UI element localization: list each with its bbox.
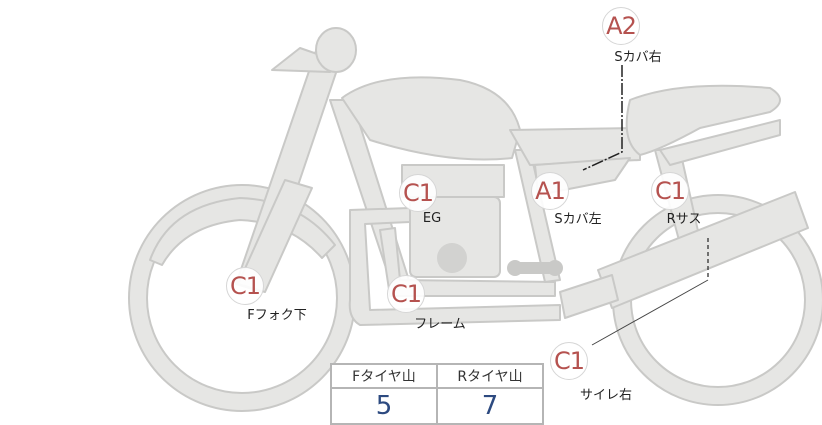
seat: [625, 84, 781, 156]
tire-tread-table: Fタイヤ山 Rタイヤ山 5 7: [330, 363, 544, 425]
part-label: EG: [422, 211, 442, 226]
part-label: Rサス: [666, 212, 702, 227]
rear-tread-header: Rタイヤ山: [436, 363, 544, 389]
damage-grade-marker[interactable]: C1: [387, 275, 425, 313]
leader-line-a2: [582, 65, 623, 171]
part-label: Sカバ左: [554, 212, 602, 227]
leader-line-silencer: [591, 279, 709, 346]
damage-grade-marker[interactable]: C1: [550, 342, 588, 380]
frame: [348, 207, 561, 326]
damage-grade-marker[interactable]: C1: [226, 267, 264, 305]
front-tread-header: Fタイヤ山: [330, 363, 438, 389]
engine: [409, 196, 501, 278]
part-label: Sカバ右: [614, 50, 662, 65]
damage-grade-marker[interactable]: C1: [399, 174, 437, 212]
fuel-tank: [341, 76, 521, 161]
front-tread-value: 5: [330, 387, 438, 425]
damage-grade-marker[interactable]: A2: [602, 7, 640, 45]
part-label: Fフォク下: [247, 308, 307, 323]
rear-tread-value: 7: [436, 387, 544, 425]
part-label: フレーム: [414, 317, 466, 332]
damage-grade-marker[interactable]: C1: [651, 172, 689, 210]
part-label: サイレ右: [579, 388, 633, 403]
damage-grade-marker[interactable]: A1: [531, 172, 569, 210]
